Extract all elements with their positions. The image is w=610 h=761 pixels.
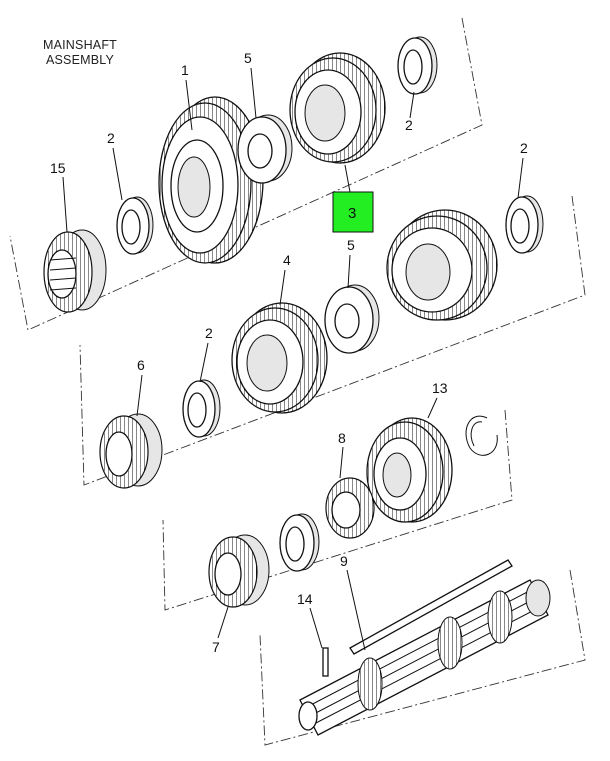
callout-2-middle-left: 2 — [205, 325, 213, 341]
gear-middle-right — [386, 209, 498, 321]
callout-3-highlight[interactable] — [332, 191, 374, 233]
callout-2-middle-right: 2 — [520, 140, 528, 156]
part-5-thrust-washer-middle — [324, 284, 380, 354]
callout-1: 1 — [181, 62, 189, 78]
diagram-title: MAINSHAFT ASSEMBLY — [30, 38, 130, 68]
callout-2-top-right: 2 — [405, 117, 413, 133]
part-2-washer-middle-right — [505, 195, 544, 254]
callout-labels: 1 5 2 2 15 3 2 4 5 2 6 13 8 9 14 7 — [50, 50, 528, 655]
callout-6: 6 — [137, 357, 145, 373]
part-6-sliding-clutch — [99, 413, 163, 489]
title-line-1: MAINSHAFT — [42, 38, 118, 52]
callout-5-top: 5 — [244, 50, 252, 66]
callout-4: 4 — [283, 252, 291, 268]
part-3-mainshaft-gear — [289, 52, 386, 164]
callout-2-top-left: 2 — [107, 130, 115, 146]
part-9-key — [349, 559, 513, 655]
callout-15: 15 — [50, 160, 66, 176]
part-1-mainshaft-gear — [158, 96, 264, 264]
part-2-washer-top-left — [116, 196, 154, 255]
callout-9: 9 — [340, 553, 348, 569]
part-5-thrust-washer-top — [237, 114, 293, 184]
part-2-washer-top-right — [397, 36, 438, 95]
part-13-mainshaft-gear — [366, 417, 453, 523]
mainshaft — [298, 579, 551, 736]
callout-5-middle: 5 — [347, 237, 355, 253]
part-8-splined-washer — [325, 477, 375, 539]
callout-3[interactable]: 3 — [348, 205, 356, 222]
leader-lines — [62, 67, 524, 651]
part-15-sliding-clutch — [43, 229, 107, 313]
callout-8: 8 — [338, 430, 346, 446]
part-4-mainshaft-gear — [231, 302, 328, 414]
title-line-2: ASSEMBLY — [45, 53, 115, 67]
assembly-boundary-lines — [9, 17, 586, 746]
callout-7: 7 — [212, 639, 220, 655]
washer-lower — [279, 513, 320, 572]
snap-ring — [465, 415, 498, 456]
part-2-washer-middle-left — [182, 379, 221, 438]
part-14-pin — [322, 647, 329, 677]
callout-14: 14 — [297, 591, 313, 607]
part-7-sliding-clutch — [208, 534, 270, 608]
callout-13: 13 — [432, 380, 448, 396]
